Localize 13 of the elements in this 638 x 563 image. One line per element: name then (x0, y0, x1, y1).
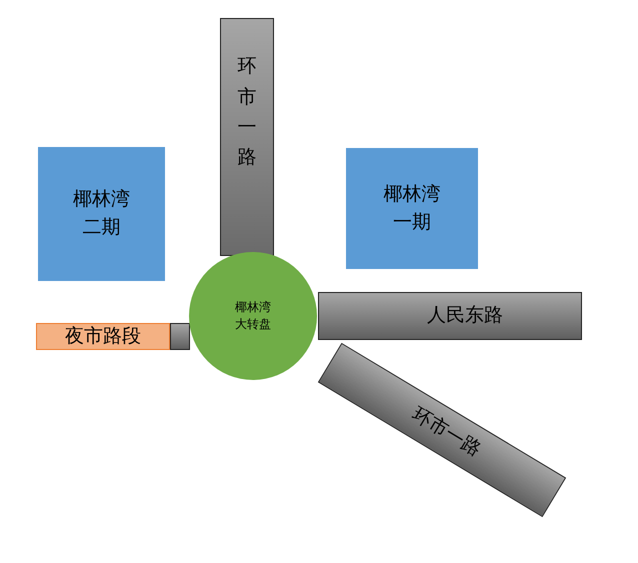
road-bar (170, 323, 190, 350)
roundabout-label: 椰林湾大转盘 (234, 298, 272, 333)
road-label: 环市一路 (236, 54, 258, 170)
road-label: 人民东路 (427, 303, 503, 328)
road-label: 环市一路 (407, 402, 486, 463)
road-bar (318, 292, 582, 340)
building-block (38, 147, 165, 281)
building-block (346, 148, 478, 269)
building-label: 椰林湾一期 (382, 182, 442, 234)
road-label: 夜市路段 (65, 324, 141, 349)
building-label: 椰林湾二期 (72, 187, 131, 240)
road-bar (220, 18, 274, 256)
road-segment-box (36, 323, 170, 350)
